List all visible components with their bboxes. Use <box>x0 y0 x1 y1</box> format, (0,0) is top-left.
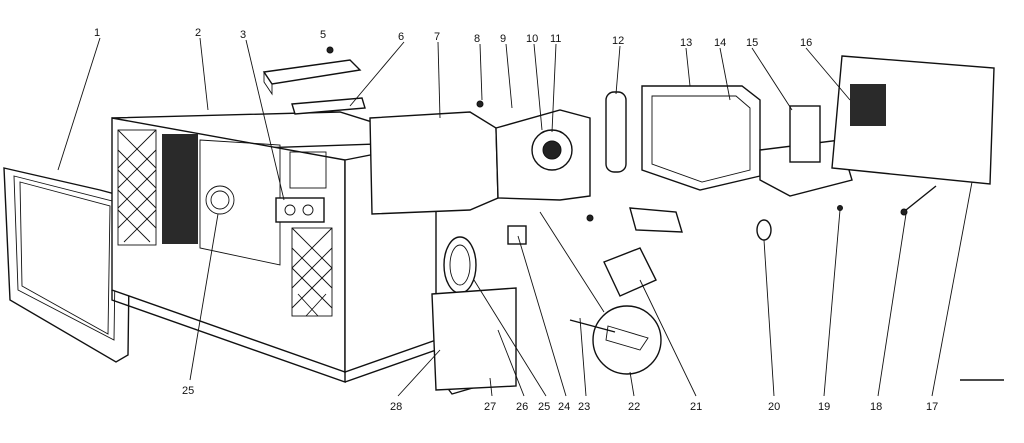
part-rear-board <box>831 55 995 185</box>
callout-24: 24 <box>558 401 570 413</box>
callout-3: 3 <box>240 29 246 41</box>
callout-10: 10 <box>526 33 538 45</box>
callout-15: 15 <box>746 37 758 49</box>
callout-21: 21 <box>690 401 702 413</box>
part-deflection-yoke <box>531 129 573 171</box>
part-front-frame <box>3 167 131 363</box>
callout-6: 6 <box>398 31 404 43</box>
leader-lines <box>57 37 973 397</box>
callout-18: 18 <box>870 401 882 413</box>
callout-8: 8 <box>474 33 480 45</box>
callout-12: 12 <box>612 35 624 47</box>
callout-14: 14 <box>714 37 726 49</box>
callout-25-right: 25 <box>538 401 550 413</box>
callout-17: 17 <box>926 401 938 413</box>
callout-13: 13 <box>680 37 692 49</box>
part-small-items <box>431 100 1004 395</box>
callout-22: 22 <box>628 401 640 413</box>
part-power-chassis <box>759 105 853 197</box>
callout-9: 9 <box>500 33 506 45</box>
callout-16: 16 <box>800 37 812 49</box>
callout-5: 5 <box>320 29 326 41</box>
callout-23: 23 <box>578 401 590 413</box>
callout-25-left: 25 <box>182 385 194 397</box>
callout-20: 20 <box>768 401 780 413</box>
callout-19: 19 <box>818 401 830 413</box>
part-chassis-frame <box>641 85 761 191</box>
callout-2: 2 <box>195 27 201 39</box>
callout-26: 26 <box>516 401 528 413</box>
part-tube-12 <box>605 91 627 173</box>
callout-11: 11 <box>550 33 561 45</box>
part-top-bracket <box>262 46 366 115</box>
callout-labels: 1 2 3 5 6 7 8 9 10 11 12 13 14 15 16 17 … <box>94 27 938 413</box>
callout-28: 28 <box>390 401 402 413</box>
callout-1: 1 <box>94 27 100 39</box>
callout-27: 27 <box>484 401 496 413</box>
callout-7: 7 <box>434 31 440 43</box>
